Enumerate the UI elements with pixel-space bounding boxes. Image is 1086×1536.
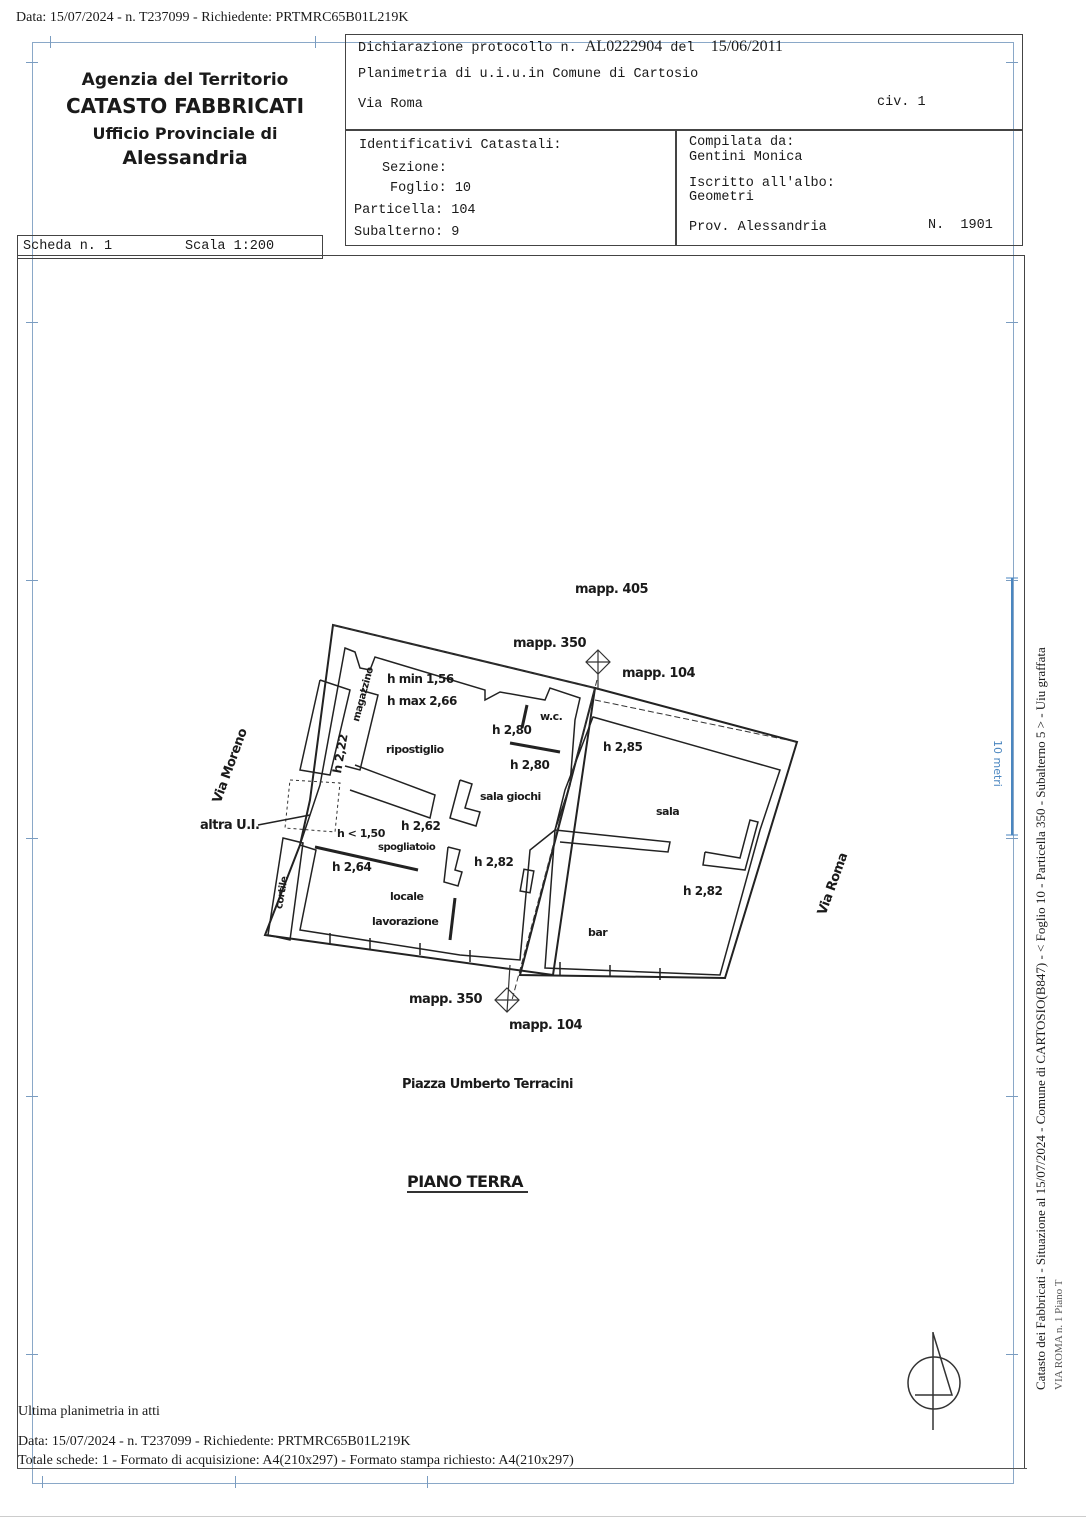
foglio-row: Foglio: 10 bbox=[390, 181, 471, 196]
sheet-scale-box bbox=[17, 235, 323, 259]
frame-tick bbox=[1006, 1354, 1018, 1355]
frame-tick bbox=[26, 1354, 38, 1355]
label-locale: locale bbox=[390, 890, 424, 903]
label-mapp-104-top: mapp. 104 bbox=[622, 666, 696, 681]
label-h-282-a: h 2,82 bbox=[474, 855, 514, 869]
declaration-line: Dichiarazione protocollo n. AL0222904 de… bbox=[358, 38, 783, 56]
planimetria-line: Planimetria di u.i.u.in Comune di Cartos… bbox=[358, 67, 699, 82]
side-note-line2: VIA ROMA n. 1 Piano T bbox=[1053, 1279, 1065, 1390]
frame-tick bbox=[42, 1476, 43, 1488]
registration-number: N. 1901 bbox=[928, 218, 993, 233]
street-name: Via Roma bbox=[358, 97, 423, 112]
protocol-number: AL0222904 bbox=[584, 38, 663, 55]
declaration-box bbox=[345, 34, 1023, 130]
frame-tick bbox=[26, 1096, 38, 1097]
frame-tick bbox=[26, 322, 38, 323]
footer-divider bbox=[17, 1468, 1027, 1469]
label-h-285: h 2,85 bbox=[603, 740, 643, 754]
agency-block: Agenzia del Territorio CATASTO FABBRICAT… bbox=[40, 70, 330, 169]
frame-tick bbox=[235, 1476, 236, 1488]
frame-tick bbox=[1006, 1096, 1018, 1097]
identifiers-box bbox=[345, 130, 677, 246]
label-h-max: h max 2,66 bbox=[387, 694, 457, 708]
declaration-date: 15/06/2011 bbox=[710, 38, 784, 55]
sheet-number: Scheda n. 1 bbox=[23, 239, 113, 254]
boundary-marker-top bbox=[585, 649, 611, 690]
particella-value: 104 bbox=[451, 203, 476, 218]
catasto-title: CATASTO FABBRICATI bbox=[65, 94, 305, 118]
side-note-line1: Catasto dei Fabbricati - Situazione al 1… bbox=[1033, 647, 1048, 1390]
totals-line: Totale schede: 1 - Formato di acquisizio… bbox=[18, 1453, 574, 1468]
label-h-150: h < 1,50 bbox=[337, 827, 385, 840]
building-outline-east bbox=[518, 686, 799, 980]
request-info-bottom: Data: 15/07/2024 - n. T237099 - Richiede… bbox=[18, 1434, 411, 1449]
request-info-top: Data: 15/07/2024 - n. T237099 - Richiede… bbox=[16, 10, 409, 25]
scale-bar-label: 10 metri bbox=[991, 740, 1004, 787]
label-h-280-b: h 2,80 bbox=[510, 758, 550, 772]
subalterno-label: Subalterno: bbox=[354, 225, 444, 240]
outer-frame bbox=[32, 42, 1014, 1484]
label-ripostiglio: ripostiglio bbox=[386, 743, 444, 756]
frame-tick bbox=[1006, 322, 1018, 323]
frame-tick bbox=[26, 580, 38, 581]
label-mapp-350-bottom: mapp. 350 bbox=[409, 992, 483, 1007]
label-bar: bar bbox=[588, 926, 608, 939]
foglio-value: 10 bbox=[454, 181, 472, 196]
sezione-row: Sezione: bbox=[382, 161, 447, 176]
last-plan-note: Ultima planimetria in atti bbox=[18, 1404, 160, 1419]
boundary-marker-bottom bbox=[494, 964, 520, 1013]
frame-tick bbox=[427, 1476, 428, 1488]
label-mapp-405: mapp. 405 bbox=[575, 582, 649, 597]
compiler-box bbox=[675, 130, 1023, 246]
label-lavorazione: lavorazione bbox=[372, 915, 439, 928]
label-sala: sala bbox=[656, 805, 680, 818]
identifiers-title: Identificativi Catastali: bbox=[359, 138, 562, 153]
floor-title: PIANO TERRA bbox=[407, 1172, 524, 1191]
label-mapp-104-bottom: mapp. 104 bbox=[509, 1018, 583, 1033]
particella-label: Particella: bbox=[354, 203, 444, 218]
office-city: Alessandria bbox=[122, 147, 248, 169]
label-altra-ui: altra U.I. bbox=[200, 818, 260, 833]
label-h-282-b: h 2,82 bbox=[683, 884, 723, 898]
frame-tick bbox=[26, 838, 38, 839]
frame-tick bbox=[26, 62, 38, 63]
compiled-by-label: Compilata da: bbox=[689, 135, 795, 150]
scale: Scala 1:200 bbox=[185, 239, 275, 254]
office-label: Ufficio Provinciale di bbox=[92, 124, 278, 143]
label-wc: w.c. bbox=[540, 710, 563, 723]
frame-tick bbox=[1006, 838, 1018, 839]
declaration-label: Dichiarazione protocollo n. bbox=[358, 41, 577, 56]
particella-row: Particella: 104 bbox=[354, 203, 476, 218]
scale-bar bbox=[1006, 577, 1018, 836]
date-label: del bbox=[670, 41, 695, 56]
foglio-label: Foglio: bbox=[390, 181, 447, 196]
registered-value: Geometri bbox=[689, 190, 754, 205]
page-bottom-edge bbox=[0, 1516, 1086, 1517]
sezione-label: Sezione: bbox=[382, 161, 447, 176]
frame-tick bbox=[50, 36, 51, 48]
label-h-264: h 2,64 bbox=[332, 860, 372, 874]
registered-label: Iscritto all'albo: bbox=[689, 176, 835, 191]
label-sala-giochi: sala giochi bbox=[480, 790, 541, 803]
label-mapp-350-top: mapp. 350 bbox=[513, 636, 587, 651]
label-h-262: h 2,62 bbox=[401, 819, 441, 833]
compiled-by-name: Gentini Monica bbox=[689, 150, 803, 165]
frame-tick bbox=[315, 36, 316, 48]
north-arrow-icon bbox=[907, 1332, 961, 1430]
label-h-280-a: h 2,80 bbox=[492, 723, 532, 737]
subalterno-value: 9 bbox=[451, 225, 460, 240]
civic-number: civ. 1 bbox=[877, 95, 926, 110]
agency-name: Agenzia del Territorio bbox=[81, 70, 289, 90]
frame-tick bbox=[1006, 62, 1018, 63]
label-piazza: Piazza Umberto Terracini bbox=[402, 1077, 573, 1092]
label-h-min: h min 1,56 bbox=[387, 672, 454, 686]
province: Prov. Alessandria bbox=[689, 220, 827, 235]
subalterno-row: Subalterno: 9 bbox=[354, 225, 459, 240]
label-spogliatoio: spogliatoio bbox=[378, 842, 436, 853]
